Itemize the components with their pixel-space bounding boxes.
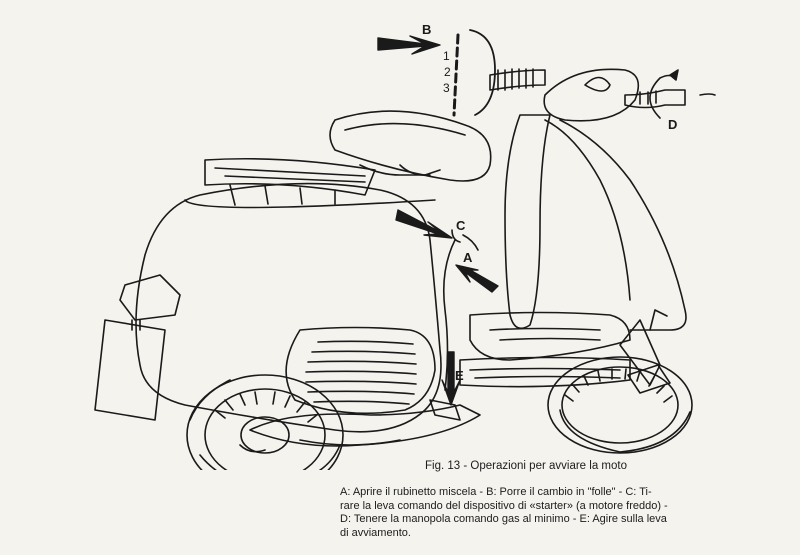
rear-wheel [186, 374, 344, 470]
cables [442, 229, 479, 391]
legend-line: D: Tenere la manopola comando gas al min… [340, 513, 667, 525]
gear-selector [452, 29, 496, 117]
figure-legend: A: Aprire il rubinetto miscela - B: Porr… [340, 486, 740, 540]
label-b: B [422, 22, 432, 37]
cowl-vents [305, 340, 417, 405]
label-e: E [455, 368, 464, 383]
legend-line: A: Aprire il rubinetto miscela - B: Porr… [340, 486, 652, 498]
gear-mark-1: 1 [443, 49, 450, 63]
figure-caption: Fig. 13 - Operazioni per avviare la moto [425, 460, 627, 472]
frame [459, 114, 687, 388]
arrow-e [441, 351, 461, 406]
arrow-a [455, 264, 499, 293]
gear-mark-3: 3 [443, 81, 450, 95]
arrow-c [395, 209, 453, 239]
label-d: D [668, 117, 678, 132]
handlebar [489, 68, 716, 122]
front-wheel [547, 356, 693, 454]
arrow-b [377, 35, 441, 55]
front-suspension [619, 309, 671, 394]
label-a: A [463, 250, 473, 265]
throttle-arrow [649, 69, 679, 119]
luggage-rack [204, 157, 376, 206]
engine [239, 399, 481, 453]
label-c: C [456, 218, 466, 233]
gear-mark-2: 2 [444, 65, 451, 79]
legend-line: di avviamento. [340, 526, 411, 539]
scooter-illustration [94, 29, 716, 470]
seat [329, 110, 492, 182]
legend-line: rare la leva comando del dispositivo di … [340, 499, 668, 512]
rear-body [135, 182, 442, 433]
license-plate [94, 274, 181, 421]
